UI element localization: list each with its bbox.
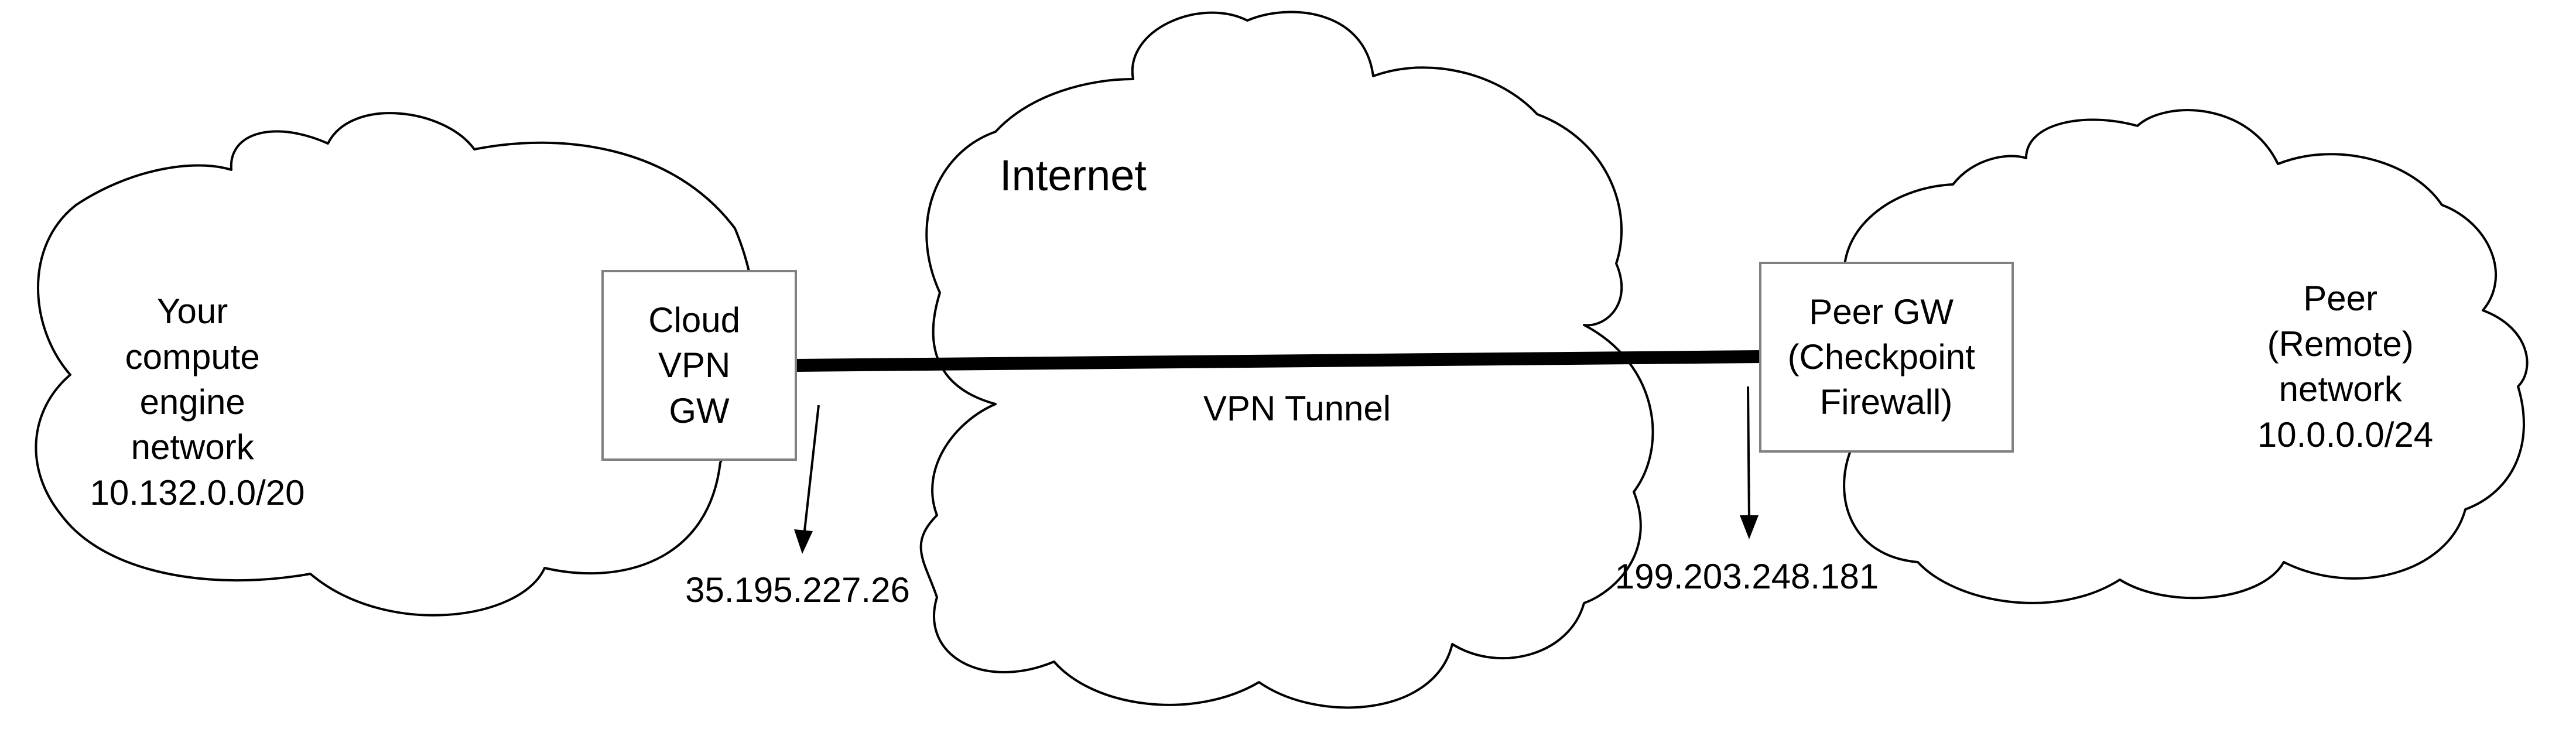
cloud-vpn-gateway-line: VPN [658, 345, 730, 385]
left-network-line: network [131, 427, 255, 467]
right-network-line: network [2279, 369, 2403, 409]
cloud-vpn-ip-arrow-line [803, 405, 820, 536]
cloud-vpn-gateway-ip: 35.195.227.26 [685, 570, 910, 610]
vpn-tunnel-label: VPN Tunnel [1203, 389, 1391, 428]
right-network-cidr: 10.0.0.0/24 [2257, 415, 2433, 454]
left-network-line: compute [125, 337, 260, 377]
left-network-line: engine [140, 382, 245, 422]
peer-gateway-label: Peer GW (Checkpoint Firewall) [1788, 292, 1985, 422]
left-network-cloud [35, 112, 757, 617]
cloud-vpn-gateway-line: GW [669, 391, 730, 430]
left-network-label: Your compute engine network 10.132.0.0/2… [90, 292, 305, 512]
peer-gw-ip-arrow-line [1747, 386, 1750, 522]
peer-gateway-box [1759, 262, 2014, 453]
peer-gateway-line: Peer GW [1809, 292, 1954, 331]
cloud-vpn-gateway-box [601, 270, 797, 461]
cloud-vpn-gateway-label: Cloud VPN GW [648, 300, 750, 430]
right-network-line: (Remote) [2267, 324, 2414, 364]
right-network-label: Peer (Remote) network 10.0.0.0/24 [2257, 279, 2433, 454]
peer-gw-ip-arrowhead [1740, 515, 1759, 539]
peer-gateway-ip: 199.203.248.181 [1615, 557, 1879, 596]
vpn-tunnel-line [796, 350, 1763, 372]
cloud-vpn-gateway-line: Cloud [648, 300, 740, 340]
left-network-line: Your [157, 292, 228, 331]
peer-gateway-line: Firewall) [1820, 382, 1953, 422]
peer-gateway-line: (Checkpoint [1788, 337, 1975, 377]
right-network-line: Peer [2303, 279, 2377, 318]
internet-label: Internet [1000, 151, 1147, 200]
left-network-cidr: 10.132.0.0/20 [90, 473, 305, 512]
cloud-vpn-ip-arrowhead [794, 529, 813, 554]
